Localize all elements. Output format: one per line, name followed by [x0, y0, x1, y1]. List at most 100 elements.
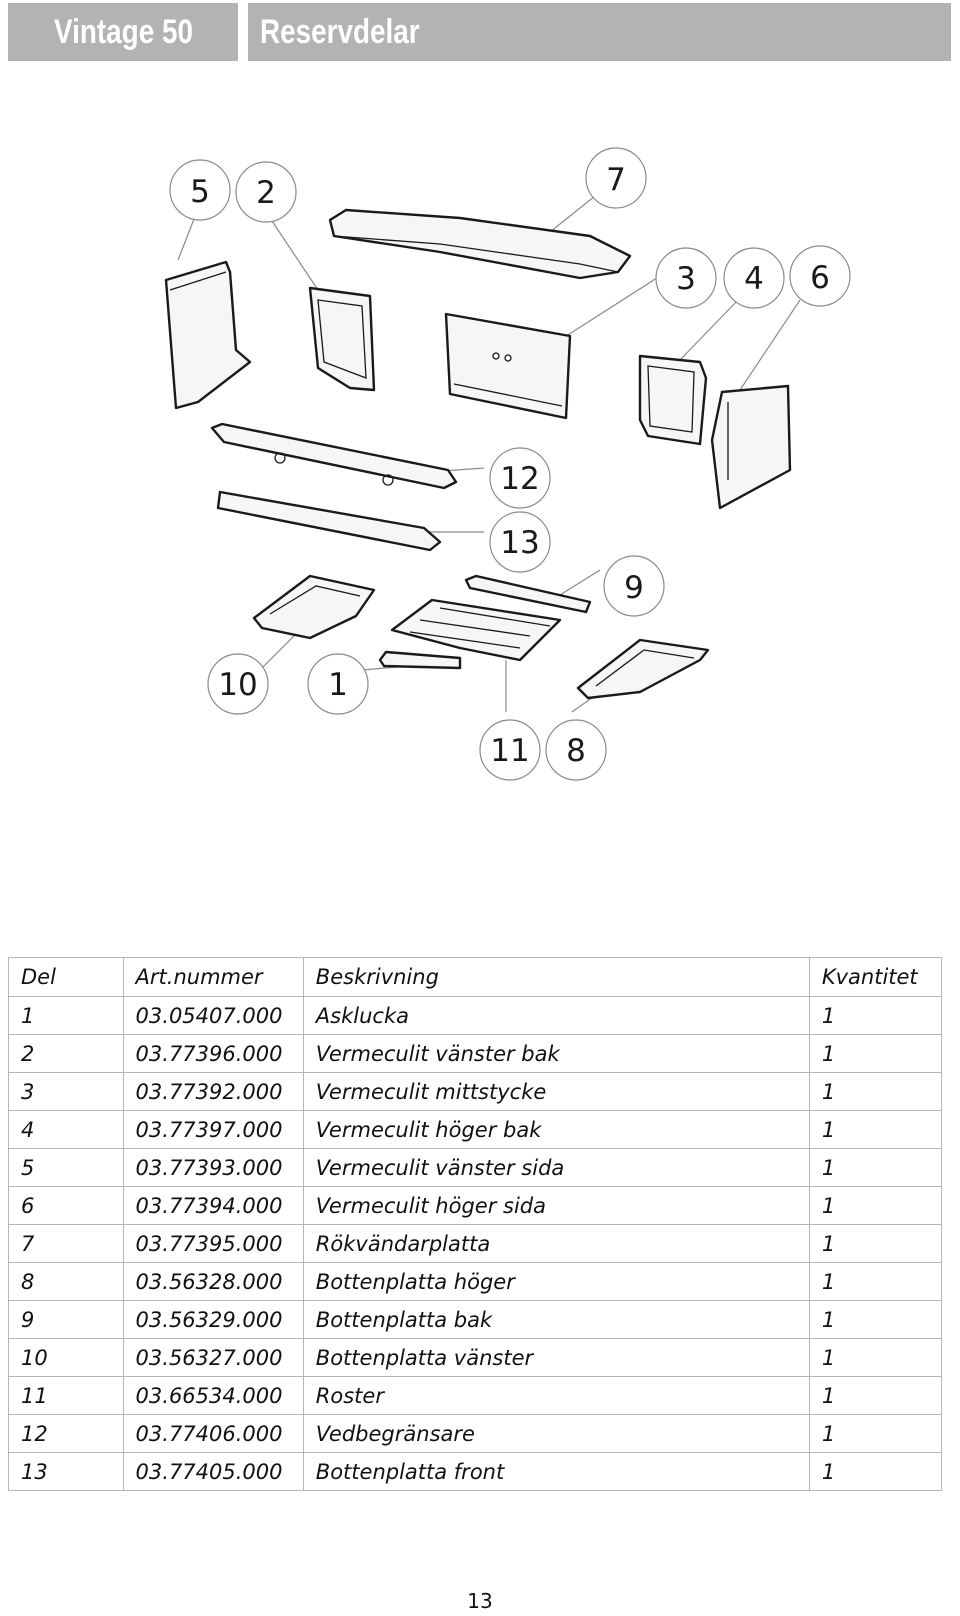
cell-description: Rökvändarplatta	[302, 1224, 810, 1263]
cell-description: Bottenplatta höger	[302, 1262, 810, 1301]
cell-art-number: 03.77392.000	[122, 1072, 304, 1111]
leader-6	[739, 299, 801, 391]
exploded-parts-diagram: 5 2 7 3 4 6 12 13 9 10 1 11	[164, 147, 851, 781]
header-del: Del	[8, 957, 124, 997]
callout-2: 2	[235, 161, 297, 223]
page-number: 13	[467, 1589, 493, 1613]
callout-13: 13	[489, 511, 551, 573]
svg-text:13: 13	[500, 525, 539, 561]
cell-description: Bottenplatta bak	[302, 1300, 810, 1339]
part-12-wood-limiter	[210, 422, 458, 490]
callout-10: 10	[207, 653, 269, 715]
cell-description: Asklucka	[302, 996, 810, 1035]
callout-9: 9	[603, 555, 665, 617]
leader-5	[177, 213, 197, 261]
part-9-back-bottom-plate	[464, 574, 592, 614]
cell-art-number: 03.56328.000	[122, 1262, 304, 1301]
cell-quantity: 1	[808, 1224, 943, 1263]
header-description: Beskrivning	[302, 957, 810, 997]
cell-quantity: 1	[808, 1452, 943, 1491]
cell-del: 6	[8, 1186, 124, 1225]
leader-10	[261, 629, 301, 669]
cell-art-number: 03.56327.000	[122, 1338, 304, 1377]
svg-text:9: 9	[624, 570, 644, 606]
table-header-row: Del Art.nummer Beskrivning Kvantitet	[8, 957, 943, 997]
part-1-ash-door	[378, 650, 462, 670]
header-quantity: Kvantitet	[808, 957, 943, 997]
cell-art-number: 03.77406.000	[122, 1414, 304, 1453]
callout-5: 5	[169, 159, 231, 221]
cell-del: 4	[8, 1110, 124, 1149]
cell-quantity: 1	[808, 1414, 943, 1453]
svg-text:5: 5	[190, 174, 210, 210]
callout-6: 6	[789, 245, 851, 307]
cell-art-number: 03.66534.000	[122, 1376, 304, 1415]
cell-quantity: 1	[808, 1148, 943, 1187]
cell-description: Vermeculit mittstycke	[302, 1072, 810, 1111]
part-13-front-bottom-plate	[216, 490, 442, 552]
cell-art-number: 03.77397.000	[122, 1110, 304, 1149]
svg-text:11: 11	[490, 733, 529, 769]
callout-12: 12	[489, 447, 551, 509]
cell-del: 9	[8, 1300, 124, 1339]
leader-9	[559, 569, 601, 596]
cell-description: Roster	[302, 1376, 810, 1415]
cell-quantity: 1	[808, 996, 943, 1035]
cell-quantity: 1	[808, 1110, 943, 1149]
leader-7	[544, 195, 596, 237]
callout-11: 11	[479, 719, 541, 781]
leader-3	[559, 275, 661, 341]
callout-3: 3	[655, 247, 717, 309]
svg-text:6: 6	[810, 260, 830, 296]
header-art-number: Art.nummer	[122, 957, 304, 997]
section-title-text: Reservdelar	[260, 13, 420, 51]
part-4-right-back-panel	[638, 354, 708, 446]
svg-text:4: 4	[744, 261, 764, 297]
svg-text:12: 12	[500, 461, 539, 497]
part-5-left-side-panel	[164, 260, 252, 410]
svg-text:7: 7	[606, 162, 626, 198]
cell-art-number: 03.77393.000	[122, 1148, 304, 1187]
cell-del: 8	[8, 1262, 124, 1301]
cell-art-number: 03.77394.000	[122, 1186, 304, 1225]
cell-del: 5	[8, 1148, 124, 1187]
cell-description: Vermeculit vänster sida	[302, 1148, 810, 1187]
part-2-left-back-panel	[308, 286, 376, 392]
cell-quantity: 1	[808, 1376, 943, 1415]
cell-art-number: 03.77396.000	[122, 1034, 304, 1073]
header-section-title: Reservdelar	[248, 3, 951, 61]
svg-text:2: 2	[256, 175, 276, 211]
cell-del: 10	[8, 1338, 124, 1377]
part-6-right-side-panel	[710, 384, 792, 510]
cell-del: 13	[8, 1452, 124, 1491]
part-3-middle-panel	[444, 312, 572, 420]
cell-description: Vedbegränsare	[302, 1414, 810, 1453]
svg-text:3: 3	[676, 261, 696, 297]
cell-description: Bottenplatta vänster	[302, 1338, 810, 1377]
callout-7: 7	[585, 147, 647, 209]
leader-4	[679, 299, 739, 361]
svg-text:1: 1	[328, 667, 348, 703]
callout-4: 4	[723, 247, 785, 309]
cell-del: 2	[8, 1034, 124, 1073]
cell-quantity: 1	[808, 1338, 943, 1377]
cell-description: Vermeculit höger sida	[302, 1186, 810, 1225]
part-11-grate	[390, 598, 562, 662]
svg-text:8: 8	[566, 733, 586, 769]
cell-quantity: 1	[808, 1072, 943, 1111]
part-10-left-bottom-plate	[252, 574, 376, 640]
part-8-right-bottom-plate	[576, 638, 710, 700]
cell-del: 12	[8, 1414, 124, 1453]
callout-8: 8	[545, 719, 607, 781]
